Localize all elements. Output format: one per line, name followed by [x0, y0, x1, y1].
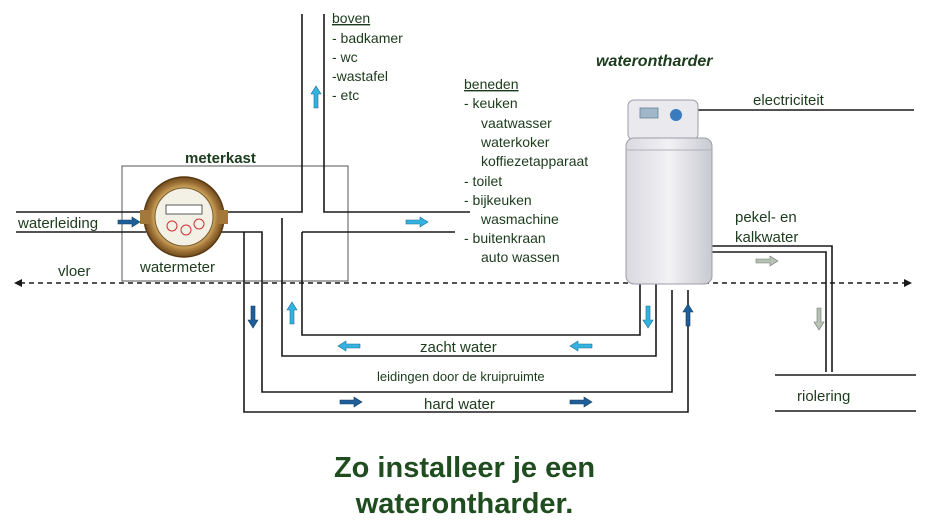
elektriciteit-label: electriciteit: [753, 92, 825, 109]
brine-pipe: [712, 245, 833, 372]
pekel-label-line1: pekel- en: [735, 209, 797, 226]
vloer-label: vloer: [58, 263, 91, 280]
meterkast-label: meterkast: [185, 150, 256, 167]
beneden-heading: beneden: [464, 76, 519, 92]
watermeter-icon: [140, 176, 228, 258]
boven-heading: boven: [332, 10, 370, 26]
beneden-item: - buitenkraan: [464, 230, 546, 246]
sewer-pipe: [775, 374, 916, 412]
flow-arrows: [117, 85, 825, 408]
boven-item: - wc: [332, 49, 358, 65]
beneden-item: waterkoker: [480, 134, 550, 150]
arrow-down-icon: [247, 305, 259, 329]
boven-item: - badkamer: [332, 30, 403, 46]
beneden-list: beneden - keuken vaatwasser waterkoker k…: [464, 76, 588, 265]
beneden-item: - bijkeuken: [464, 192, 532, 208]
arrow-up-icon: [310, 85, 322, 109]
beneden-item: wasmachine: [480, 211, 559, 227]
caption-line-1: Zo installeer je een: [333, 452, 596, 484]
beneden-item: koffiezetapparaat: [481, 153, 588, 169]
beneden-item: vaatwasser: [481, 115, 552, 131]
arrow-up-icon: [286, 301, 298, 325]
arrow-right-icon: [755, 255, 779, 267]
beneden-item: - keuken: [464, 95, 518, 111]
riolering-label: riolering: [797, 388, 850, 405]
arrow-left-icon: [569, 340, 593, 352]
arrow-right-icon: [117, 216, 141, 228]
beneden-item: - toilet: [464, 173, 502, 189]
boven-item: -wastafel: [332, 68, 388, 84]
hard-water-label: hard water: [424, 396, 495, 413]
water-softener-unit: [625, 99, 713, 285]
zacht-water-label: zacht water: [420, 339, 497, 356]
arrow-right-icon: [569, 396, 593, 408]
beneden-item: auto wassen: [481, 249, 560, 265]
watermeter-label: watermeter: [139, 259, 215, 276]
pekel-label-line2: kalkwater: [735, 229, 798, 246]
kruipruimte-label: leidingen door de kruipruimte: [377, 369, 545, 384]
floor-line: [14, 279, 912, 287]
waterontharder-label: waterontharder: [596, 53, 713, 70]
caption-line-2: waterontharder.: [355, 488, 574, 520]
boven-list: boven - badkamer - wc -wastafel - etc: [332, 10, 403, 103]
arrow-left-icon: [337, 340, 361, 352]
arrow-up-icon: [682, 303, 694, 327]
waterleiding-label: waterleiding: [17, 215, 98, 232]
arrow-right-icon: [339, 396, 363, 408]
hard-water-pipes: [218, 231, 689, 413]
arrow-down-icon: [642, 305, 654, 329]
soft-water-pipes: [281, 218, 657, 357]
arrow-right-icon: [405, 216, 429, 228]
boven-item: - etc: [332, 87, 359, 103]
supply-pipe: [16, 211, 146, 233]
arrow-down-icon: [813, 307, 825, 331]
riser-pipes: [218, 14, 470, 213]
